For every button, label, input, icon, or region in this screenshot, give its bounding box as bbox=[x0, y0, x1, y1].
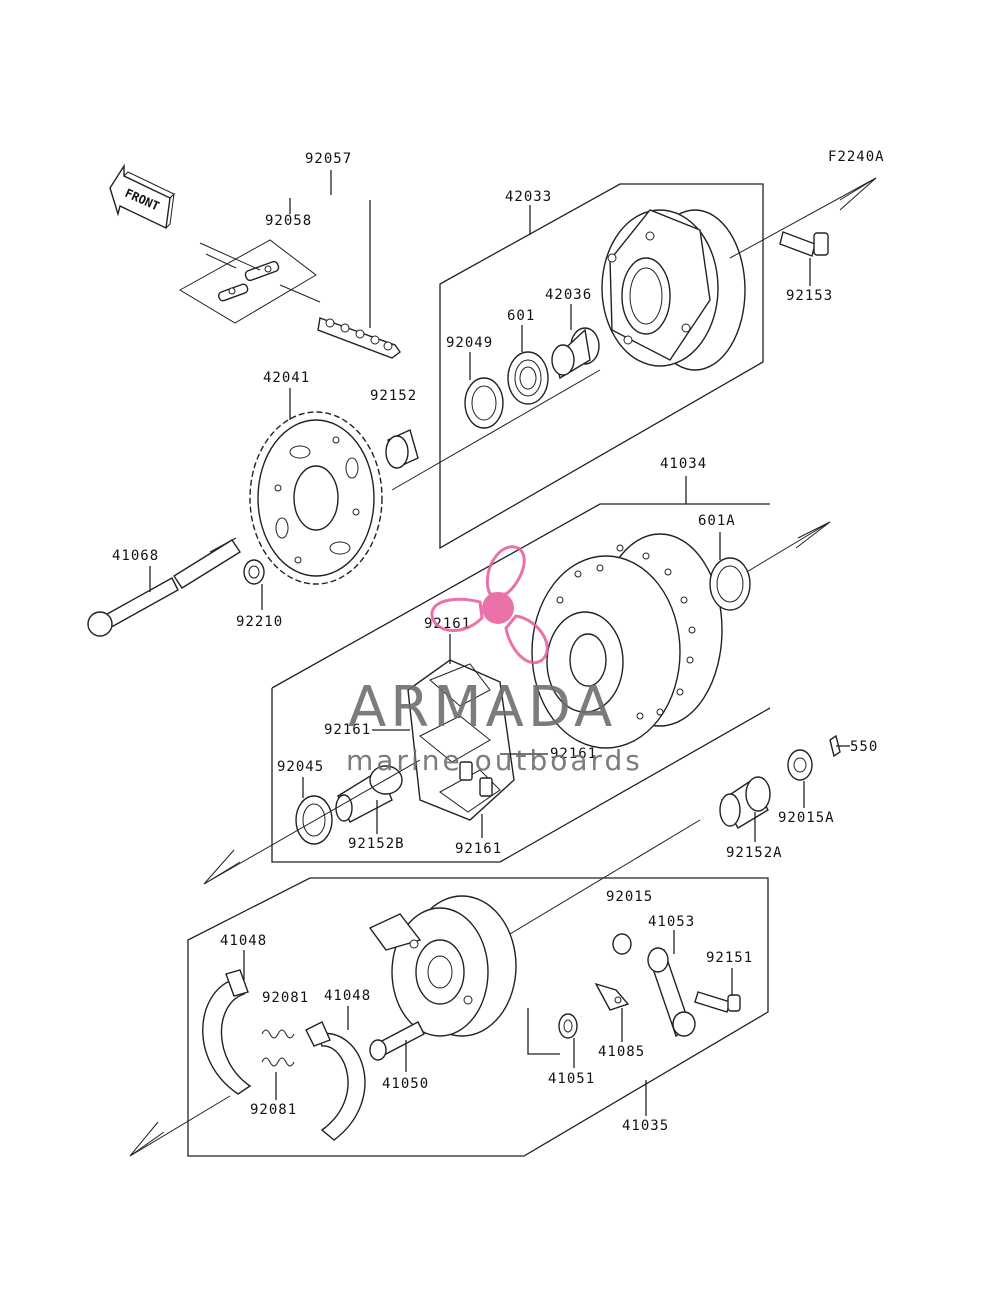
nut-small bbox=[612, 933, 632, 955]
rear-axle bbox=[87, 537, 241, 637]
label-92161-a: 92161 bbox=[424, 616, 471, 632]
rear-wheel-hub bbox=[531, 533, 723, 749]
label-92049: 92049 bbox=[446, 335, 493, 351]
label-41085: 41085 bbox=[598, 1044, 645, 1060]
brake-panel bbox=[368, 895, 517, 1037]
bearing-92045 bbox=[295, 795, 333, 845]
label-42036: 42036 bbox=[545, 287, 592, 303]
cotter-pin-550 bbox=[829, 734, 841, 758]
label-92161-b: 92161 bbox=[324, 722, 371, 738]
propeller-hub-icon bbox=[482, 592, 514, 624]
watermark-brand: ARMADA bbox=[348, 675, 616, 740]
nut-92210 bbox=[243, 559, 265, 585]
brake-shoe-left bbox=[202, 969, 252, 1095]
label-41051: 41051 bbox=[548, 1071, 595, 1087]
label-92015: 92015 bbox=[606, 889, 653, 905]
label-92210: 92210 bbox=[236, 614, 283, 630]
label-601: 601 bbox=[507, 308, 535, 324]
brake-camshaft bbox=[369, 1021, 425, 1061]
label-41048-b: 41048 bbox=[324, 988, 371, 1004]
diagram-code: F2240A bbox=[828, 149, 885, 165]
watermark-tagline: marine outboards bbox=[346, 744, 643, 777]
coupling-group-outline bbox=[439, 183, 764, 550]
master-link-box bbox=[179, 239, 317, 324]
label-41050: 41050 bbox=[382, 1076, 429, 1092]
label-92081-a: 92081 bbox=[262, 990, 309, 1006]
front-arrow-icon: FRONT bbox=[109, 163, 175, 230]
nut-92015A bbox=[787, 749, 813, 781]
label-92152A: 92152A bbox=[726, 845, 783, 861]
seal-92049 bbox=[464, 377, 504, 429]
label-92057: 92057 bbox=[305, 151, 352, 167]
label-92153: 92153 bbox=[786, 288, 833, 304]
label-41053: 41053 bbox=[648, 914, 695, 930]
propeller-blade-icon bbox=[504, 614, 549, 665]
propeller-blade-icon bbox=[485, 545, 526, 596]
label-92151: 92151 bbox=[706, 950, 753, 966]
label-41035: 41035 bbox=[622, 1118, 669, 1134]
label-41034: 41034 bbox=[660, 456, 707, 472]
label-42041: 42041 bbox=[263, 370, 310, 386]
sprocket-coupling bbox=[601, 209, 746, 371]
rear-sprocket bbox=[249, 411, 383, 585]
label-601A: 601A bbox=[698, 513, 736, 529]
propeller-blade-icon bbox=[430, 597, 484, 632]
collar-92152A bbox=[719, 776, 771, 829]
cam-lever-41053 bbox=[647, 947, 696, 1038]
seal-41051 bbox=[558, 1013, 578, 1039]
bolt-92151 bbox=[694, 991, 741, 1013]
label-92045: 92045 bbox=[277, 759, 324, 775]
label-92152: 92152 bbox=[370, 388, 417, 404]
collar-42036 bbox=[551, 327, 600, 380]
drive-chain bbox=[317, 317, 401, 359]
bearing-601A bbox=[709, 557, 751, 611]
hub-damper-rubbers bbox=[407, 659, 515, 821]
label-92161-d: 92161 bbox=[455, 841, 502, 857]
label-41068: 41068 bbox=[112, 548, 159, 564]
label-92152B: 92152B bbox=[348, 836, 405, 852]
label-92081-b: 92081 bbox=[250, 1102, 297, 1118]
brake-group-outline bbox=[187, 877, 769, 1157]
collar-92152 bbox=[385, 429, 419, 469]
label-92015A: 92015A bbox=[778, 810, 835, 826]
armada-logo bbox=[430, 545, 549, 665]
hub-group-outline-top bbox=[271, 503, 770, 689]
label-550: 550 bbox=[850, 739, 878, 755]
label-41048-a: 41048 bbox=[220, 933, 267, 949]
label-42033: 42033 bbox=[505, 189, 552, 205]
label-92161-c: 92161 bbox=[550, 746, 597, 762]
bolt-92153 bbox=[779, 231, 829, 257]
bearing-601 bbox=[507, 351, 549, 405]
label-92058: 92058 bbox=[265, 213, 312, 229]
chain-master-link bbox=[199, 242, 321, 303]
brake-springs bbox=[261, 1029, 295, 1067]
brake-shoe-right bbox=[305, 1021, 366, 1141]
hub-group-outline-bottom bbox=[271, 688, 771, 863]
wear-indicator-41085 bbox=[594, 982, 630, 1011]
